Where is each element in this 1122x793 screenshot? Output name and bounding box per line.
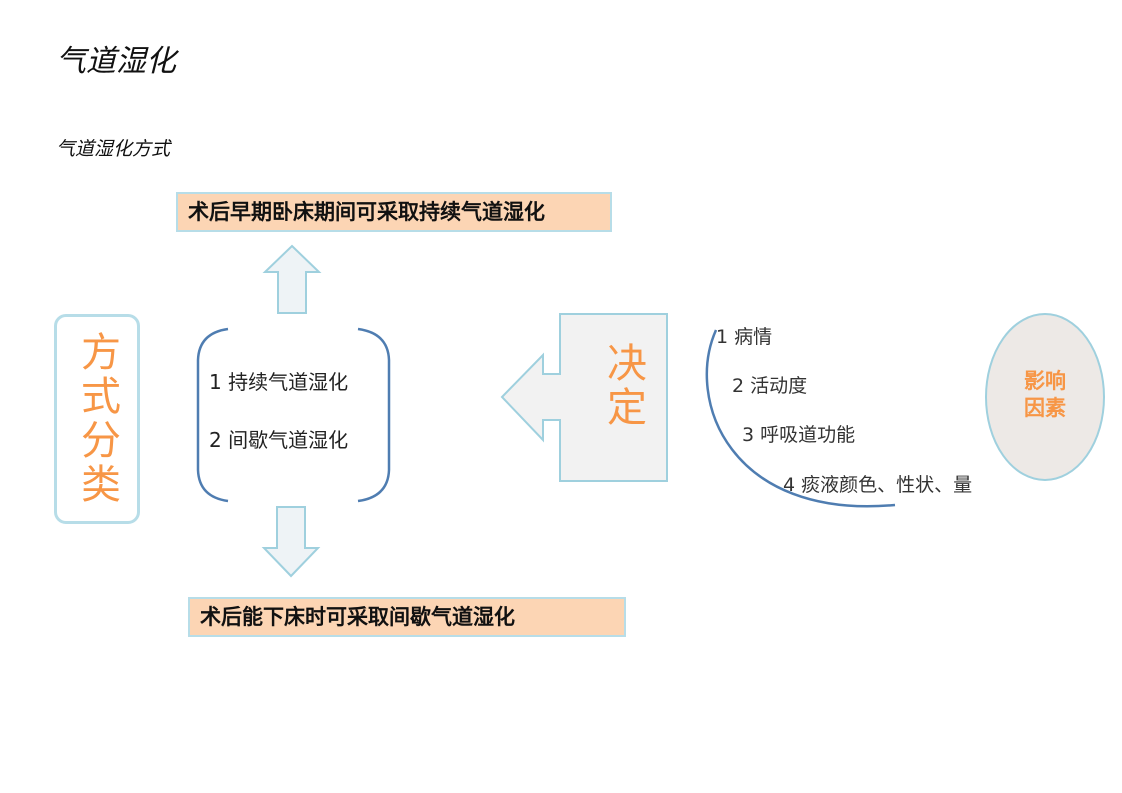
decide-arrow-icon [500, 313, 668, 482]
right-bracket [357, 327, 391, 503]
down-arrow-icon [261, 506, 321, 578]
section-subtitle: 气道湿化方式 [56, 138, 171, 160]
factor-item: 2 活动度 [732, 375, 808, 397]
factor-item: 3 呼吸道功能 [742, 424, 856, 446]
up-arrow-icon [262, 244, 322, 314]
type-intermittent: 2 间歇气道湿化 [209, 428, 349, 452]
category-label: 方式分类 [74, 331, 120, 507]
factor-item: 1 病情 [716, 326, 773, 348]
intermittent-humidification-box: 术后能下床时可采取间歇气道湿化 [188, 597, 626, 637]
factor-arc [705, 329, 896, 508]
decide-label: 决定 [600, 342, 646, 430]
influence-label: 影响 因素 [1014, 368, 1076, 422]
type-continuous: 1 持续气道湿化 [209, 370, 349, 394]
influence-ellipse [985, 313, 1105, 481]
category-box: 方式分类 [54, 314, 140, 524]
influence-label-line2: 因素 [1024, 396, 1066, 420]
influence-label-line1: 影响 [1024, 369, 1066, 393]
continuous-humidification-box: 术后早期卧床期间可采取持续气道湿化 [176, 192, 612, 232]
factor-item: 4 痰液颜色、性状、量 [783, 474, 973, 496]
page-title: 气道湿化 [56, 44, 176, 79]
left-bracket [196, 327, 229, 503]
